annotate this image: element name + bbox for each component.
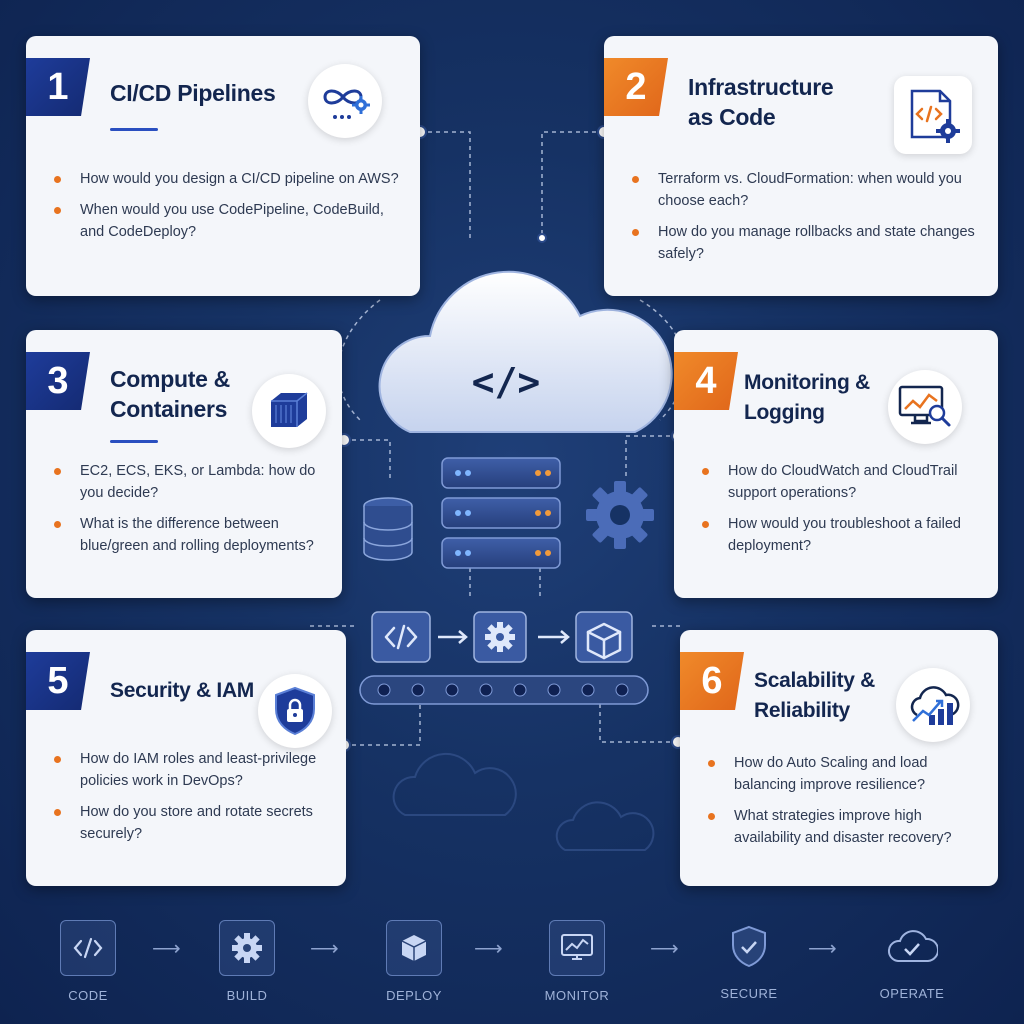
question-list: How do CloudWatch and CloudTrail support… [702,460,984,566]
card-number-badge: 3 [26,352,90,410]
card-number-badge: 6 [680,652,744,710]
box-icon [386,920,442,976]
card-title: Scalability & Reliability [754,669,875,722]
flow-step-monitor: MONITOR [537,920,617,1003]
card-number-badge: 5 [26,652,90,710]
question-list: EC2, ECS, EKS, or Lambda: how do you dec… [54,460,328,566]
question-item: How do IAM roles and least-privilege pol… [54,748,332,792]
card-title: Compute & Containers [110,366,230,422]
card-security-iam: 5 Security & IAM How do IAM roles and le… [26,630,346,886]
monitor-chart-magnifier-icon [888,370,962,444]
card-title: Infrastructure as Code [688,74,834,130]
card-monitoring-logging: 4 Monitoring & Logging How do CloudWatch… [674,330,998,598]
flow-step-label: DEPLOY [386,988,442,1003]
question-item: How do CloudWatch and CloudTrail support… [702,460,984,504]
code-icon [60,920,116,976]
container-cube-icon [252,374,326,448]
question-item: What is the difference between blue/gree… [54,513,328,557]
question-list: How do Auto Scaling and load balancing i… [708,752,984,858]
cloud-check-icon [885,920,939,974]
card-compute-containers: 3 Compute & Containers EC2, ECS, EKS, or… [26,330,342,598]
gear-icon [219,920,275,976]
card-number-badge: 1 [26,58,90,116]
question-list: Terraform vs. CloudFormation: when would… [632,168,984,274]
question-item: How do you store and rotate secrets secu… [54,801,332,845]
question-item: When would you use CodePipeline, CodeBui… [54,199,406,243]
question-item: How do you manage rollbacks and state ch… [632,221,984,265]
question-list: How would you design a CI/CD pipeline on… [54,168,406,252]
flow-step-label: SECURE [720,986,778,1001]
monitor-icon [549,920,605,976]
cloud-code-symbol: </> [471,360,541,404]
card-number-badge: 2 [604,58,668,116]
arrow-right-icon: ⟶ [310,938,339,960]
flow-step-label: BUILD [226,988,268,1003]
flow-step-label: CODE [68,988,108,1003]
question-item: Terraform vs. CloudFormation: when would… [632,168,984,212]
arrow-right-icon: ⟶ [650,938,679,960]
arrow-right-icon: ⟶ [808,938,837,960]
arrow-right-icon: ⟶ [152,938,181,960]
shield-check-icon [722,920,776,974]
flow-step-code: CODE [48,920,128,1003]
card-title: CI/CD Pipelines [110,80,276,106]
flow-step-secure: SECURE [709,920,789,1001]
title-underline [110,128,158,131]
question-item: How do Auto Scaling and load balancing i… [708,752,984,796]
card-infrastructure-as-code: 2 Infrastructure as Code Terraform vs. C… [604,36,998,296]
question-item: How would you troubleshoot a failed depl… [702,513,984,557]
infinity-gear-icon [308,64,382,138]
flow-step-label: OPERATE [879,986,945,1001]
card-number-badge: 4 [674,352,738,410]
question-item: What strategies improve high availabilit… [708,805,984,849]
cloud-growth-chart-icon [896,668,970,742]
question-item: How would you design a CI/CD pipeline on… [54,168,406,190]
flow-step-build: BUILD [207,920,287,1003]
flow-step-operate: OPERATE [872,920,952,1001]
card-ci-cd-pipelines: 1 CI/CD Pipelines How would you design a… [26,36,420,296]
arrow-right-icon: ⟶ [474,938,503,960]
question-list: How do IAM roles and least-privilege pol… [54,748,332,854]
title-underline [110,440,158,443]
flow-step-label: MONITOR [544,988,610,1003]
code-document-gear-icon [894,76,972,154]
shield-lock-icon [258,674,332,748]
question-item: EC2, ECS, EKS, or Lambda: how do you dec… [54,460,328,504]
card-scalability-reliability: 6 Scalability & Reliability How do Auto … [680,630,998,886]
card-title: Monitoring & Logging [744,371,870,424]
card-title: Security & IAM [110,679,254,702]
flow-step-deploy: DEPLOY [374,920,454,1003]
